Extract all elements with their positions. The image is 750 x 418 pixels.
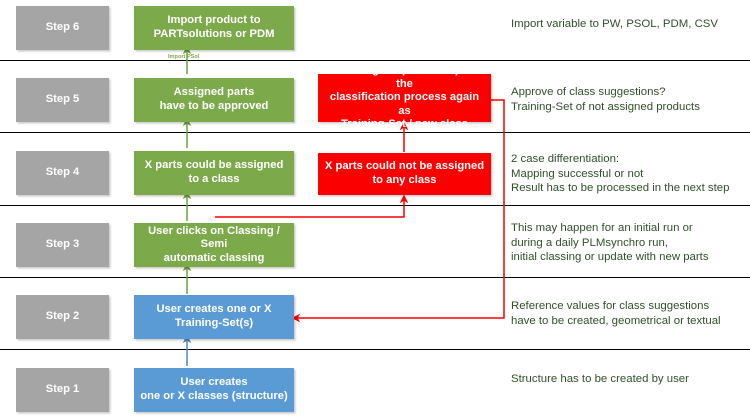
note-reference-values: Reference values for class suggestions h… (511, 300, 721, 327)
process-box-import-product[interactable]: Import product to PARTsolutions or PDM (134, 6, 294, 50)
exception-box-parts-not-assigned[interactable]: X parts could not be assigned to any cla… (318, 153, 491, 195)
row-divider-1 (0, 60, 750, 61)
step-box-step-1: Step 1 (16, 368, 109, 412)
process-box-assigned-parts-approval[interactable]: Assigned parts have to be approved (134, 78, 294, 122)
process-box-parts-assigned-to-class[interactable]: X parts could be assigned to a class (134, 151, 294, 195)
note-initial-run-plmsynchro: This may happen for an initial run or du… (511, 222, 709, 264)
step-box-step-4: Step 4 (16, 151, 109, 195)
step-box-step-6: Step 6 (16, 6, 109, 50)
step-box-step-3: Step 3 (16, 223, 109, 267)
row-divider-5 (0, 349, 750, 350)
process-box-user-creates-training-sets[interactable]: User creates one or X Training-Set(s) (134, 295, 294, 339)
note-import-variable: Import variable to PW, PSOL, PDM, CSV (511, 18, 718, 30)
row-divider-4 (0, 277, 750, 278)
exception-box-not-assigned-parts-reclassify[interactable]: Not assigned parts can pass the classifi… (318, 64, 491, 130)
row-divider-2 (0, 132, 750, 133)
note-approve-class-suggestions: Approve of class suggestions? Training-S… (511, 86, 700, 113)
process-box-user-creates-classes[interactable]: User creates one or X classes (structure… (134, 368, 294, 412)
row-divider-3 (0, 205, 750, 206)
step-box-step-2: Step 2 (16, 295, 109, 339)
note-structure-created-by-user: Structure has to be created by user (511, 373, 689, 385)
arrow-label-import-psol: Import PSol (168, 54, 200, 60)
process-box-user-clicks-classing[interactable]: User clicks on Classing / Semi automatic… (134, 223, 294, 267)
note-two-case-differentiation: 2 case differentiation: Mapping successf… (511, 153, 730, 195)
step-box-step-5: Step 5 (16, 78, 109, 122)
